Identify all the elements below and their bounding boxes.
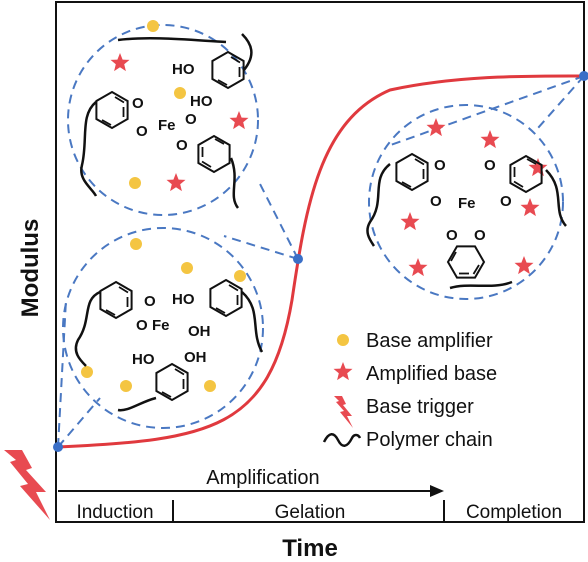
inset-completion: O O Fe O O O O xyxy=(366,104,567,300)
legend-wavy-line-icon xyxy=(322,433,362,447)
atom-label: O xyxy=(430,193,442,210)
y-axis-title: Modulus xyxy=(17,219,44,318)
atom-label: O xyxy=(136,317,148,334)
legend-lightning-icon xyxy=(334,396,353,428)
base-amplifier-dot xyxy=(181,262,193,274)
amplified-base-star xyxy=(408,258,428,277)
curve-point-end xyxy=(579,71,588,81)
legend-amplifier-icon xyxy=(337,334,349,346)
curve-point-middle xyxy=(293,254,303,264)
x-axis-title: Time xyxy=(282,535,338,562)
atom-label: HO xyxy=(132,351,155,368)
curve-point-start xyxy=(53,442,63,452)
base-amplifier-dot xyxy=(204,380,216,392)
amplification-arrowhead xyxy=(430,485,444,497)
phase-induction: Induction xyxy=(76,502,153,523)
amplified-base-star xyxy=(229,111,249,130)
base-amplifier-dot xyxy=(147,20,159,32)
phase-gelation: Gelation xyxy=(275,502,346,523)
atom-label: O xyxy=(434,157,446,174)
atom-label: Fe xyxy=(458,195,476,212)
atom-label: HO xyxy=(172,291,195,308)
atom-label: HO xyxy=(172,61,195,78)
atom-label: O xyxy=(132,95,144,112)
base-amplifier-dot xyxy=(174,87,186,99)
base-amplifier-dot xyxy=(81,366,93,378)
base-amplifier-dot xyxy=(120,380,132,392)
amplified-base-star xyxy=(480,130,500,149)
base-amplifier-dot xyxy=(234,270,246,282)
legend-label-polymer-chain: Polymer chain xyxy=(366,429,493,451)
atom-label: OH xyxy=(184,349,207,366)
atom-label: O xyxy=(446,227,458,244)
amplified-base-star xyxy=(514,256,534,275)
amplified-base-star xyxy=(110,53,130,72)
amplification-label: Amplification xyxy=(206,467,319,489)
amplified-base-star xyxy=(426,118,446,137)
atom-label: Fe xyxy=(152,317,170,334)
legend-label-amplifier: Base amplifier xyxy=(366,330,493,352)
atom-label: O xyxy=(185,111,197,128)
legend-star-icon xyxy=(333,362,353,381)
amplified-base-star xyxy=(520,198,540,217)
base-amplifier-dot xyxy=(129,177,141,189)
atom-label: O xyxy=(136,123,148,140)
modulus-curve xyxy=(57,74,585,449)
atom-label: OH xyxy=(188,323,211,340)
atom-label: HO xyxy=(190,93,213,110)
amplified-base-star xyxy=(166,173,186,192)
atom-label: Fe xyxy=(158,117,176,134)
inset-gelation: O O Fe O O HO HO xyxy=(67,20,259,216)
atom-label: O xyxy=(474,227,486,244)
inset-induction: O O Fe HO OH HO OH xyxy=(62,227,264,429)
atom-label: O xyxy=(144,293,156,310)
atom-label: O xyxy=(176,137,188,154)
legend-label-base-trigger: Base trigger xyxy=(366,396,474,418)
plot-frame xyxy=(55,1,585,523)
atom-label: O xyxy=(500,193,512,210)
legend: Base amplifier Amplified base Base trigg… xyxy=(322,330,497,451)
dashed-connectors xyxy=(57,75,585,448)
base-trigger-lightning-icon xyxy=(4,450,50,520)
atom-label: O xyxy=(484,157,496,174)
phase-completion: Completion xyxy=(466,502,562,523)
amplified-base-star xyxy=(400,212,420,231)
legend-label-amplified-base: Amplified base xyxy=(366,363,497,385)
base-amplifier-dot xyxy=(130,238,142,250)
